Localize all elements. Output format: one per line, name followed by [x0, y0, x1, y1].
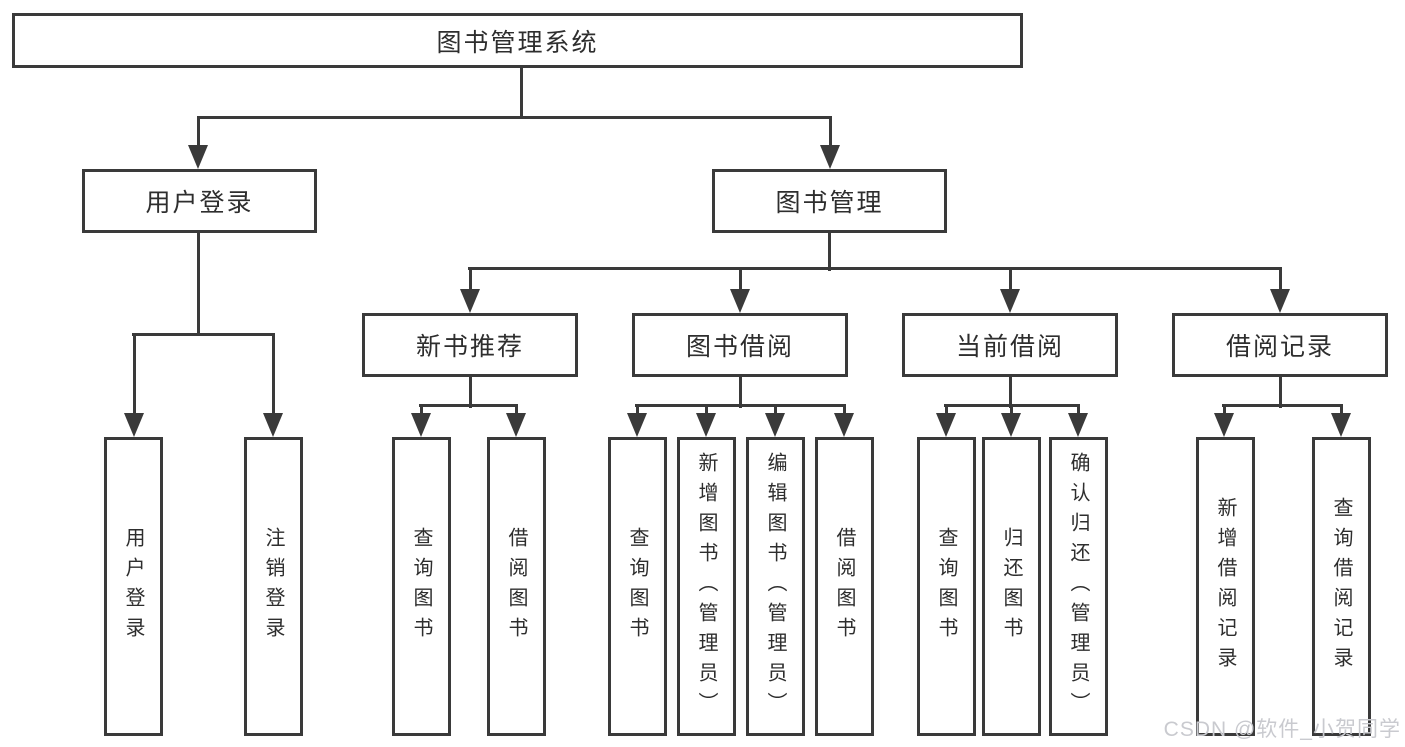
- leaf-confirm-return-admin: 确认归还（管理员）: [1049, 437, 1108, 736]
- connector-line: [1222, 404, 1343, 407]
- arrow-down-icon: [1068, 413, 1088, 437]
- arrow-down-icon: [124, 413, 144, 437]
- node-borrowing-records: 借阅记录: [1172, 313, 1388, 377]
- connector-line: [945, 405, 948, 413]
- connector-line: [1340, 405, 1343, 413]
- arrow-down-icon: [1270, 289, 1290, 313]
- node-new-book-recommendation: 新书推荐: [362, 313, 578, 377]
- connector-line: [829, 117, 832, 145]
- arrow-down-icon: [263, 413, 283, 437]
- connector-line: [739, 268, 742, 289]
- connector-line: [774, 405, 777, 413]
- connector-line: [272, 334, 275, 413]
- connector-line: [635, 404, 846, 407]
- leaf-user-login: 用户登录: [104, 437, 163, 736]
- connector-line: [419, 404, 518, 407]
- leaf-query-borrow-record: 查询借阅记录: [1312, 437, 1371, 736]
- arrow-down-icon: [188, 145, 208, 169]
- leaf-borrow-books-recommend: 借阅图书: [487, 437, 546, 736]
- leaf-edit-books-admin: 编辑图书（管理员）: [746, 437, 805, 736]
- arrow-down-icon: [411, 413, 431, 437]
- connector-line: [1279, 377, 1282, 408]
- arrow-down-icon: [1001, 413, 1021, 437]
- node-root-library-management-system: 图书管理系统: [12, 13, 1023, 68]
- arrow-down-icon: [765, 413, 785, 437]
- leaf-query-books-recommend: 查询图书: [392, 437, 451, 736]
- connector-line: [739, 377, 742, 408]
- leaf-logout: 注销登录: [244, 437, 303, 736]
- connector-line: [705, 405, 708, 413]
- arrow-down-icon: [834, 413, 854, 437]
- connector-line: [843, 405, 846, 413]
- connector-line: [515, 405, 518, 413]
- connector-line: [197, 117, 200, 145]
- node-current-borrowing: 当前借阅: [902, 313, 1118, 377]
- connector-line: [420, 405, 423, 413]
- connector-line: [636, 405, 639, 413]
- connector-line: [1279, 268, 1282, 289]
- watermark: CSDN @软件_小贺同学: [1163, 718, 1401, 741]
- arrow-down-icon: [460, 289, 480, 313]
- connector-line: [197, 116, 832, 119]
- connector-line: [468, 267, 1282, 270]
- leaf-query-books-borrowing: 查询图书: [608, 437, 667, 736]
- arrow-down-icon: [696, 413, 716, 437]
- leaf-add-borrow-record: 新增借阅记录: [1196, 437, 1255, 736]
- arrow-down-icon: [1331, 413, 1351, 437]
- leaf-query-books-current: 查询图书: [917, 437, 976, 736]
- connector-line: [1009, 377, 1012, 408]
- node-book-management: 图书管理: [712, 169, 947, 233]
- arrow-down-icon: [627, 413, 647, 437]
- arrow-down-icon: [506, 413, 526, 437]
- node-user-login: 用户登录: [82, 169, 317, 233]
- arrow-down-icon: [730, 289, 750, 313]
- connector-line: [132, 333, 275, 336]
- arrow-down-icon: [936, 413, 956, 437]
- leaf-borrow-books-borrowing: 借阅图书: [815, 437, 874, 736]
- connector-line: [520, 68, 523, 118]
- leaf-return-books: 归还图书: [982, 437, 1041, 736]
- connector-line: [469, 377, 472, 408]
- arrow-down-icon: [820, 145, 840, 169]
- arrow-down-icon: [1214, 413, 1234, 437]
- node-book-borrowing: 图书借阅: [632, 313, 848, 377]
- connector-line: [1009, 268, 1012, 289]
- connector-line: [133, 334, 136, 413]
- connector-line: [197, 233, 200, 336]
- connector-line: [1010, 405, 1013, 413]
- connector-line: [828, 233, 831, 271]
- connector-line: [1077, 405, 1080, 413]
- connector-line: [1223, 405, 1226, 413]
- leaf-add-books-admin: 新增图书（管理员）: [677, 437, 736, 736]
- connector-line: [469, 268, 472, 289]
- arrow-down-icon: [1000, 289, 1020, 313]
